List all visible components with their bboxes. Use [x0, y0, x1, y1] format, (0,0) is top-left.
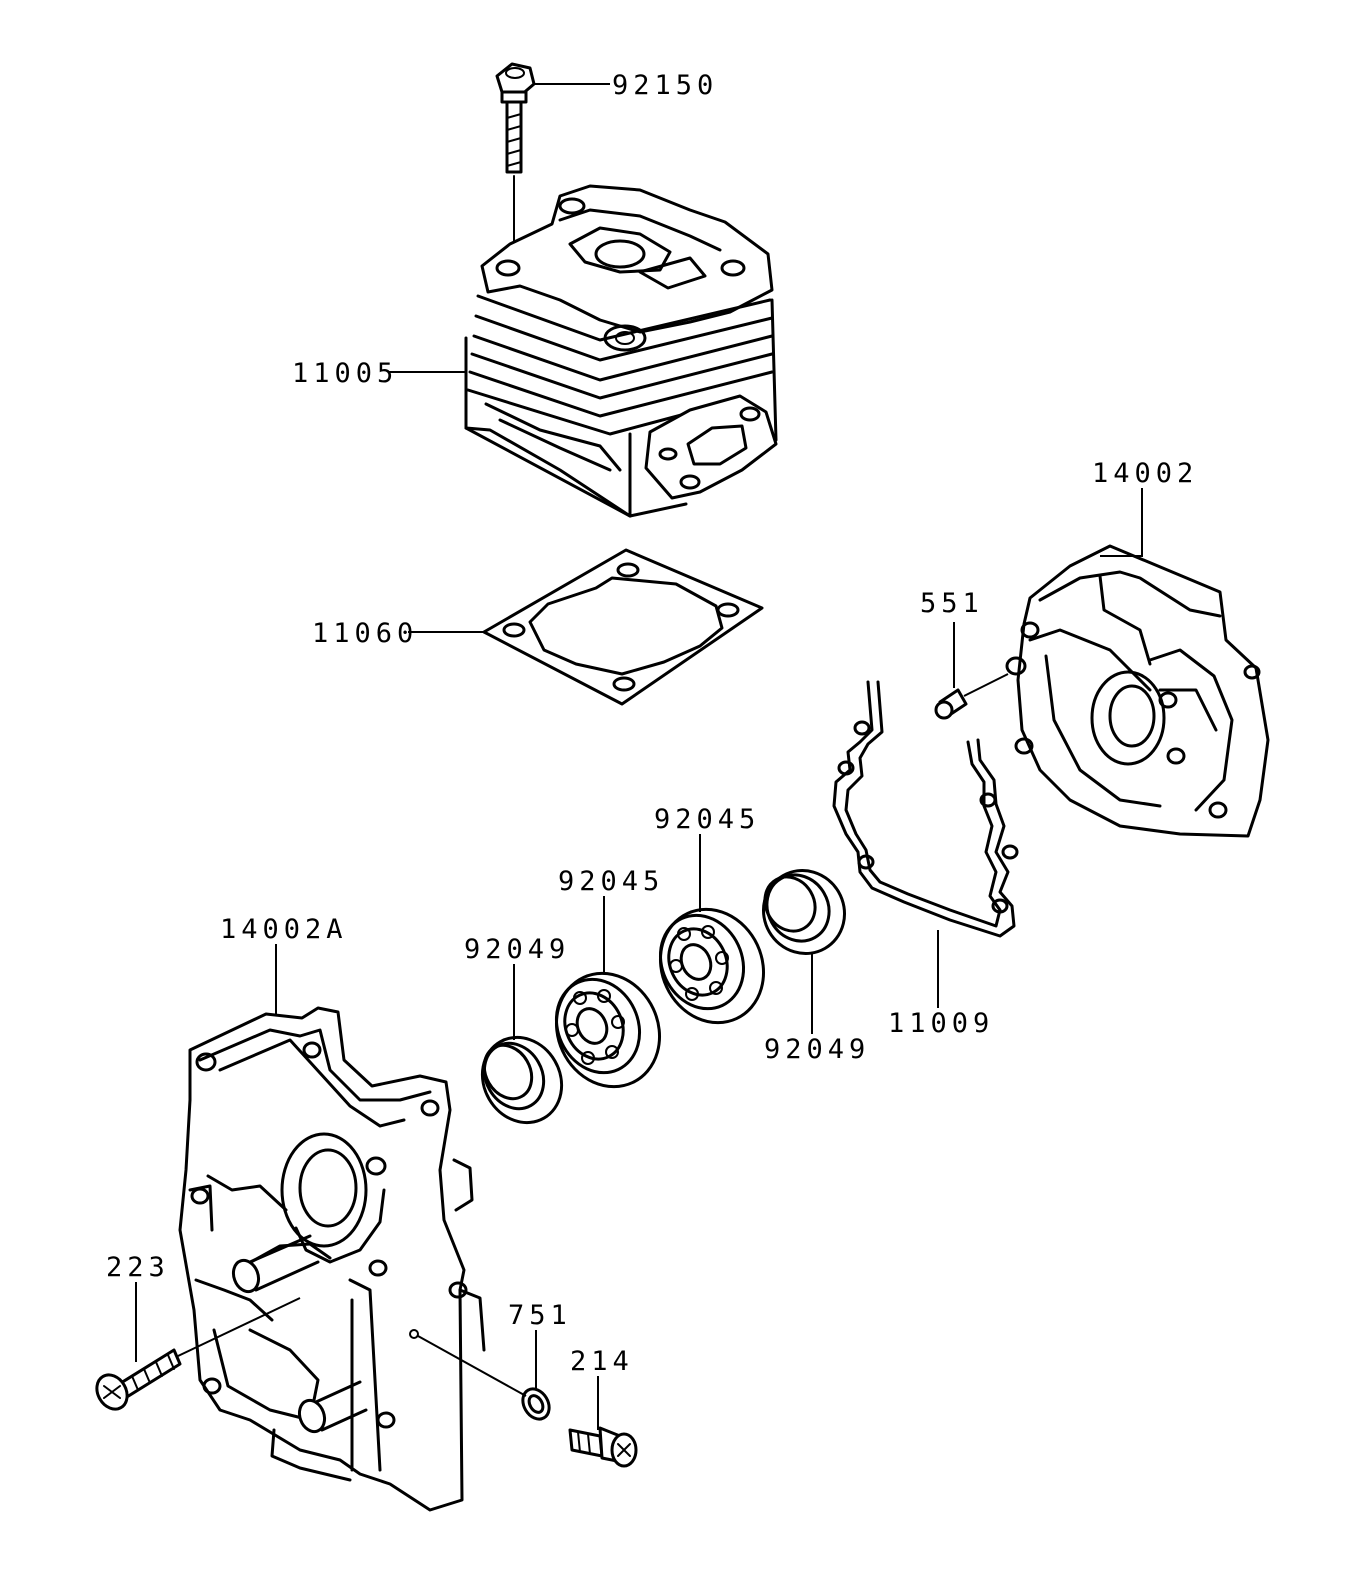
bearing-92045-right[interactable] — [642, 892, 782, 1039]
oil-seal-92049-left[interactable] — [467, 1023, 577, 1137]
screw-223[interactable] — [91, 1297, 301, 1415]
cylinder-11005[interactable] — [464, 184, 778, 518]
gasket-11009[interactable] — [832, 680, 1019, 938]
label-92049-left: 92049 — [464, 934, 570, 965]
label-11060: 11060 — [312, 618, 418, 649]
dowel-pin-551[interactable] — [934, 673, 1009, 720]
bearing-92045-left[interactable] — [538, 956, 678, 1103]
leader-lines — [135, 83, 1143, 1430]
label-14002A: 14002A — [220, 914, 348, 945]
bolt-214[interactable] — [568, 1426, 638, 1468]
label-214: 214 — [570, 1346, 634, 1377]
label-92150: 92150 — [612, 70, 718, 101]
part-labels: 92150 11005 11060 14002 551 92045 92045 … — [106, 70, 1198, 1377]
crankcase-14002A[interactable] — [178, 1006, 486, 1512]
label-551: 551 — [920, 588, 984, 619]
oil-seal-92049-right[interactable] — [748, 856, 859, 969]
label-11009: 11009 — [888, 1008, 994, 1039]
bolt-92150[interactable] — [495, 62, 536, 249]
label-223: 223 — [106, 1252, 170, 1283]
crankcase-14002[interactable] — [1005, 544, 1270, 838]
label-92045-left: 92045 — [558, 866, 664, 897]
gasket-11060[interactable] — [482, 548, 764, 706]
label-751: 751 — [508, 1300, 572, 1331]
label-92049-right: 92049 — [764, 1034, 870, 1065]
label-14002: 14002 — [1092, 458, 1198, 489]
label-11005: 11005 — [292, 358, 398, 389]
label-92045-right: 92045 — [654, 804, 760, 835]
washer-751[interactable] — [417, 1335, 554, 1424]
